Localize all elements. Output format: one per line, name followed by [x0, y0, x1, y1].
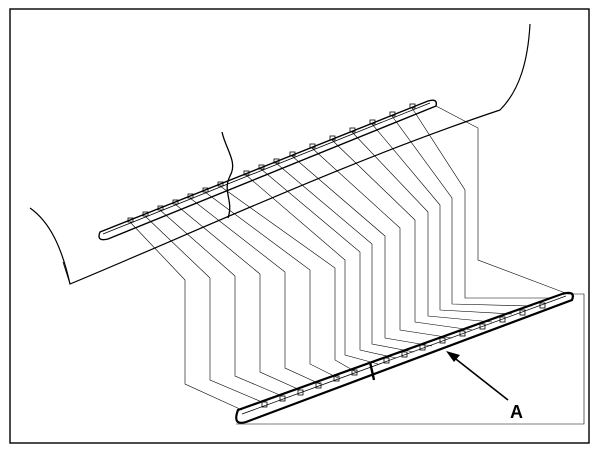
side-molding-a [235, 291, 574, 424]
door-panel [29, 23, 531, 285]
callout-leader [446, 351, 509, 401]
molding-clips [261, 302, 546, 408]
door-molding-channel [98, 99, 438, 241]
diagram-frame [9, 8, 590, 444]
wire-harness [221, 131, 234, 219]
callout-label-a: A [510, 402, 523, 422]
alignment-guide-lines [129, 105, 585, 425]
channel-clip-holes [127, 103, 416, 223]
